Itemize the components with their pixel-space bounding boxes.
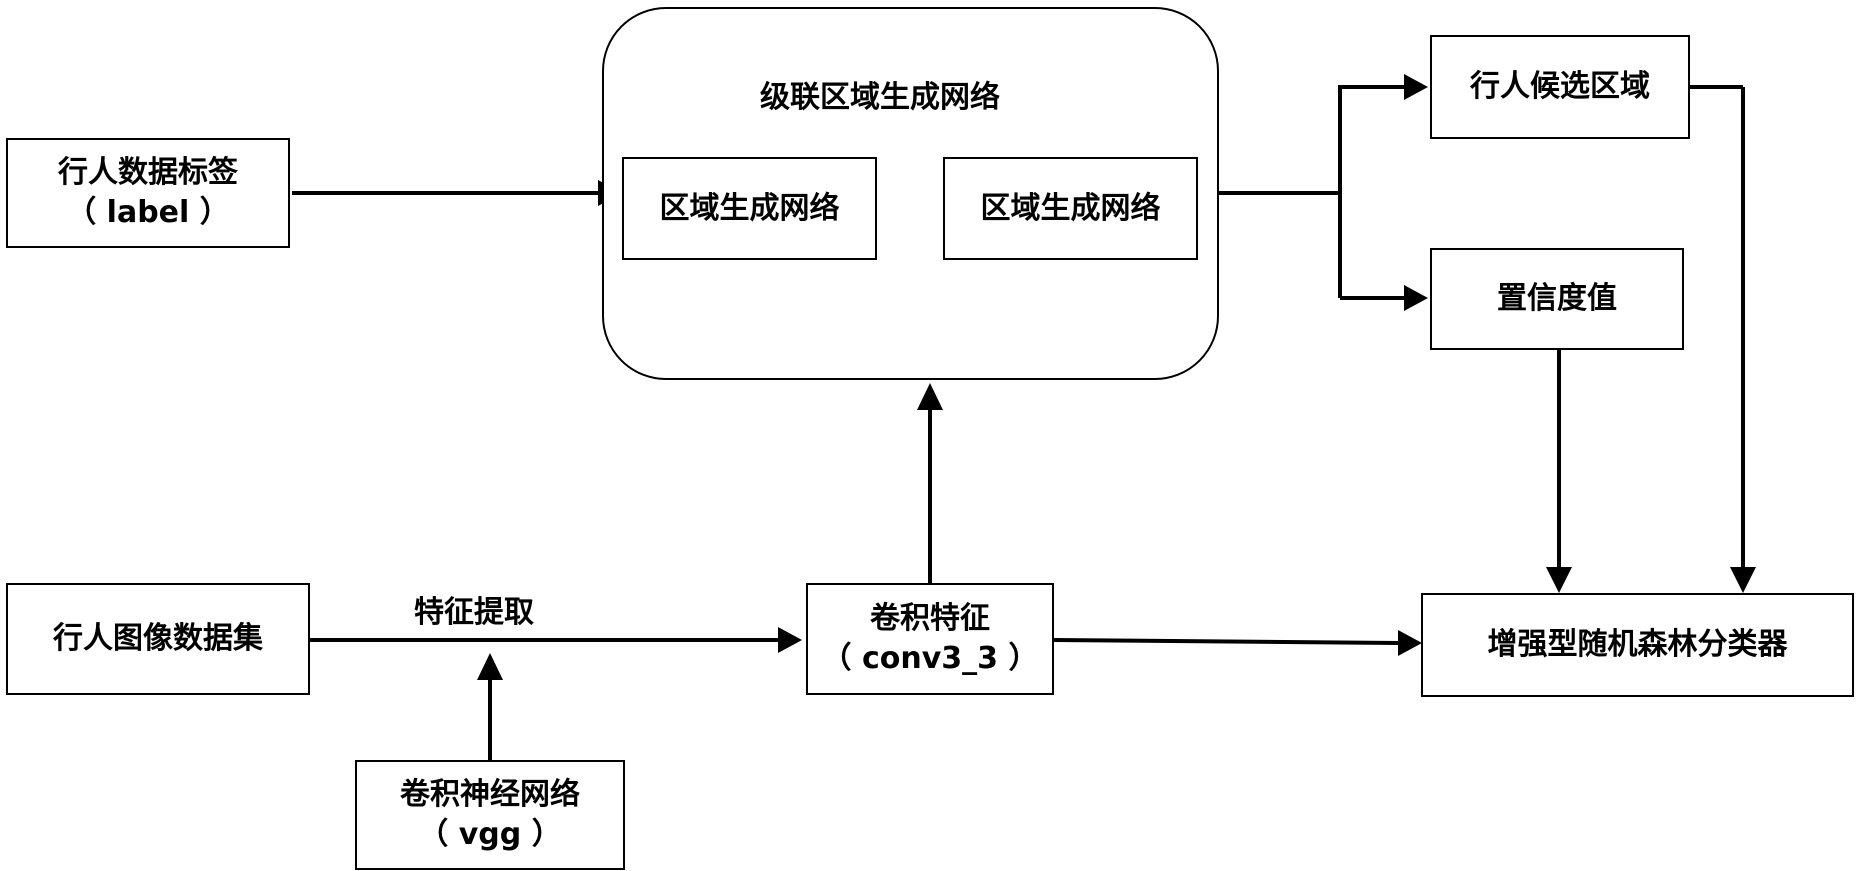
classifier-label: 增强型随机森林分类器 [1487,627,1788,663]
arrowhead [917,383,943,410]
conv-feature-line1: 卷积特征 [870,601,990,637]
arrowhead [1404,74,1428,100]
pedestrian-label-line1: 行人数据标签 [58,155,238,191]
rpn-left-box: 区域生成网络 [622,157,877,260]
classifier-box: 增强型随机森林分类器 [1421,593,1854,697]
conv-feature-line2: （ conv3_3 ） [821,641,1039,676]
arrowhead [1730,567,1756,593]
confidence-box: 置信度值 [1430,248,1684,350]
arrowhead [1404,285,1428,311]
pedestrian-dataset-box: 行人图像数据集 [6,583,310,695]
rpn-right-box: 区域生成网络 [943,157,1198,260]
candidate-region-box: 行人候选区域 [1430,35,1690,139]
rpn-left-label: 区域生成网络 [659,190,840,226]
arrowhead [477,653,503,680]
pedestrian-dataset-label: 行人图像数据集 [53,621,263,657]
pedestrian-label-box: 行人数据标签 （ label ） [6,138,290,248]
rpn-right-label: 区域生成网络 [980,190,1161,226]
arrowhead [778,627,802,653]
confidence-label: 置信度值 [1497,281,1617,317]
feature-extraction-label: 特征提取 [414,595,534,630]
cnn-box: 卷积神经网络 （ vgg ） [355,760,625,870]
arrow-conv-to-classifier [1053,638,1399,645]
candidate-region-label: 行人候选区域 [1470,69,1650,105]
cnn-line1: 卷积神经网络 [400,777,580,813]
arrowhead [1398,630,1422,656]
pedestrian-label-line2: （ label ） [66,195,230,230]
cnn-line2: （ vgg ） [418,817,562,852]
arrowhead [1546,567,1572,593]
conv-feature-box: 卷积特征 （ conv3_3 ） [806,583,1054,695]
cascade-rpn-title: 级联区域生成网络 [760,80,1000,115]
